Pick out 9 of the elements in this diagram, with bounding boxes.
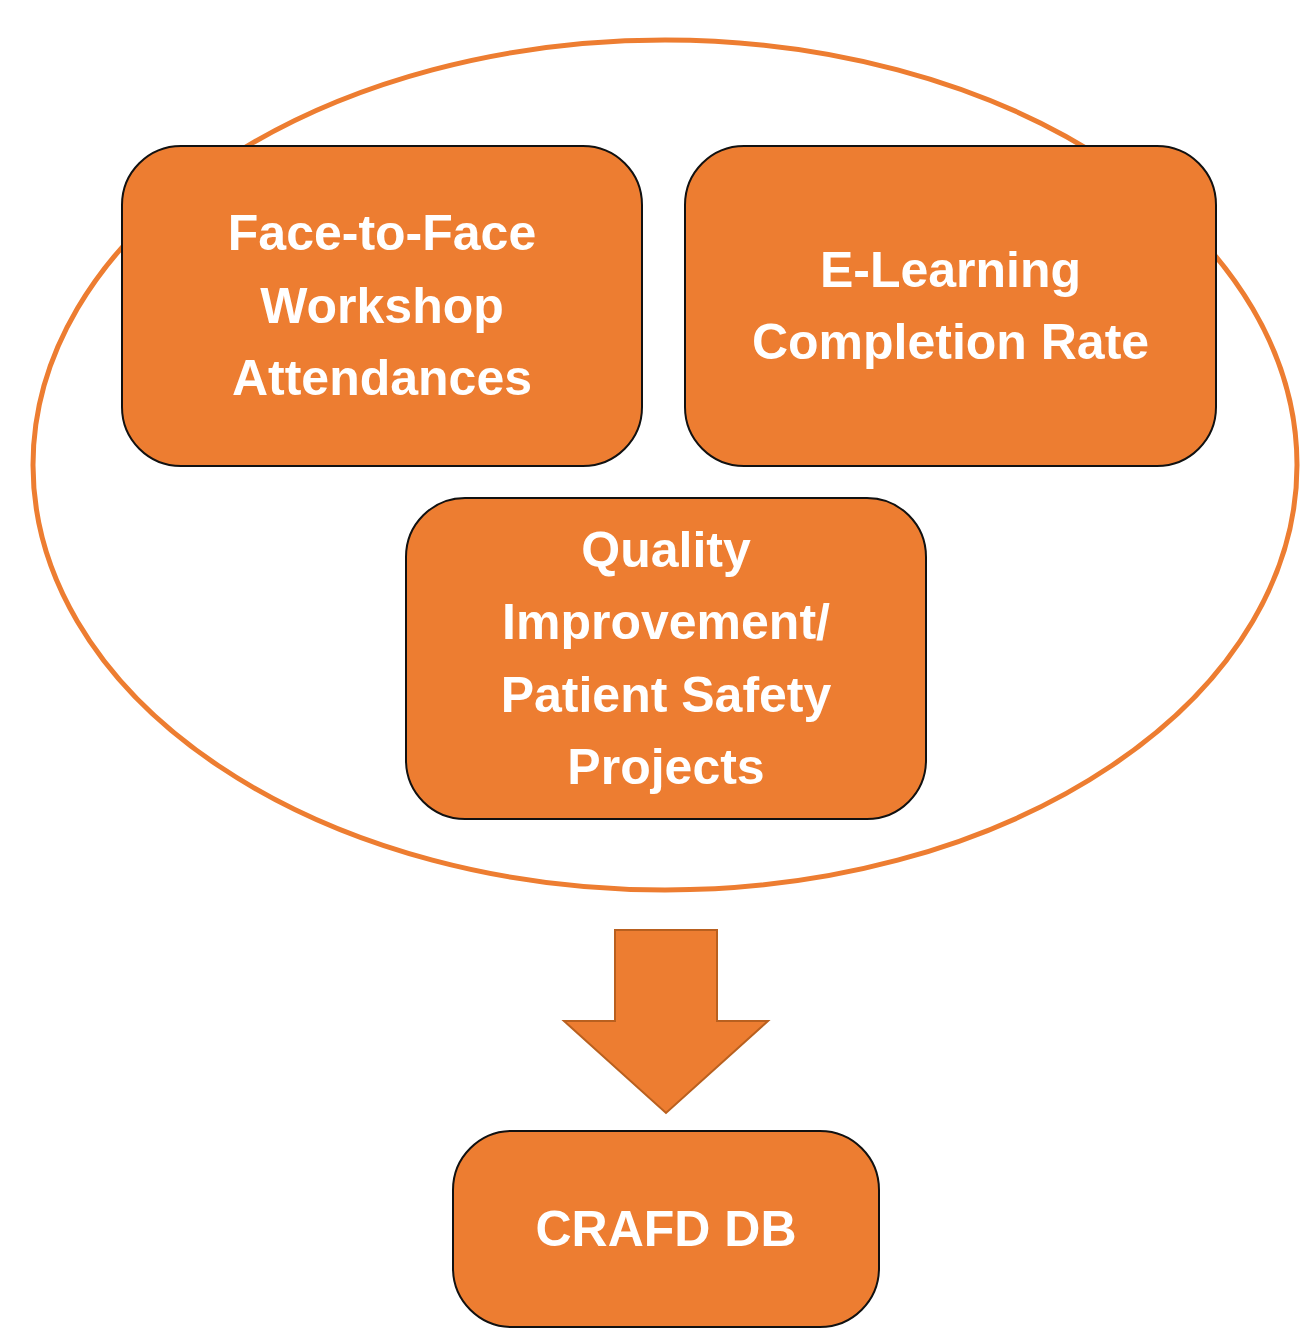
process-box — [121, 145, 643, 467]
process-box — [452, 1130, 880, 1328]
process-box — [684, 145, 1217, 467]
box-label: Quality Improvement/ Patient Safety Projects — [499, 520, 833, 797]
process-box — [405, 497, 927, 820]
box-label: CRAFD DB — [535, 1199, 797, 1259]
box-label: Face-to-Face Workshop Attendances — [226, 204, 538, 409]
block-arrow — [561, 929, 771, 1115]
box-label: E-Learning Completion Rate — [750, 240, 1151, 372]
